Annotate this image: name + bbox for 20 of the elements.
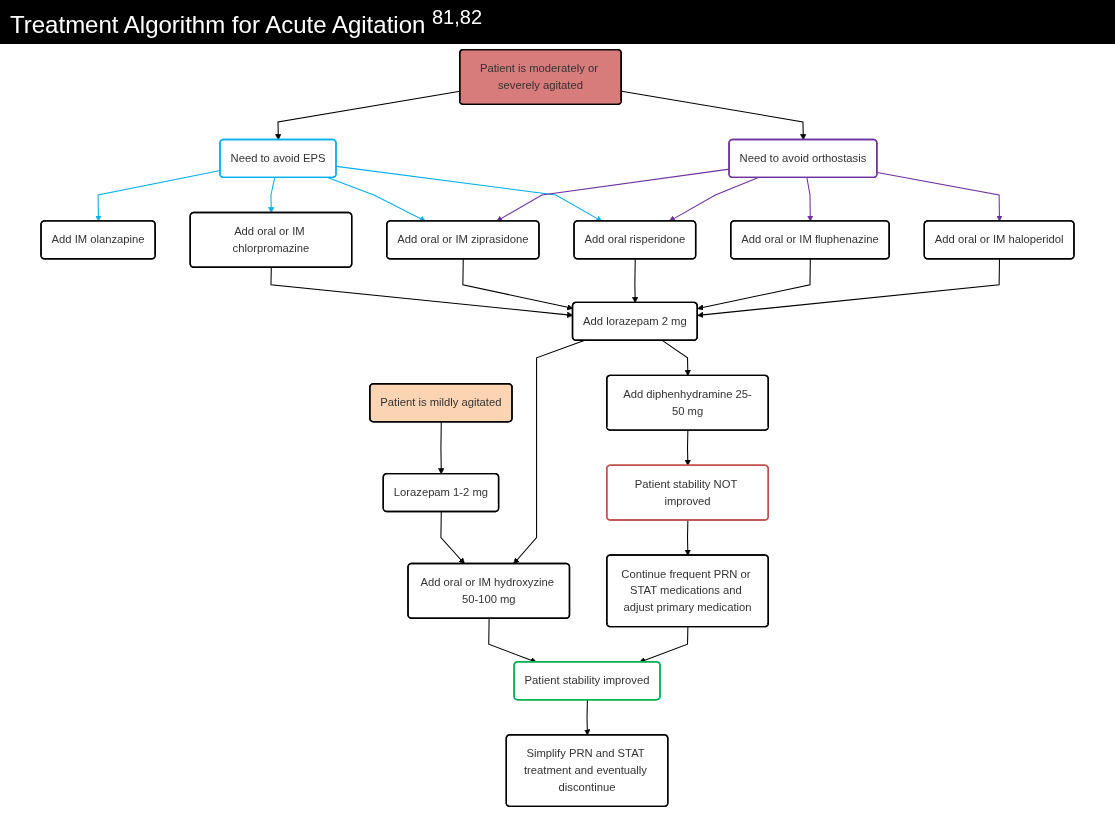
arrow bbox=[268, 177, 276, 214]
arrow bbox=[438, 421, 445, 475]
arrow bbox=[327, 177, 426, 222]
arrow bbox=[662, 340, 691, 376]
arrow bbox=[513, 340, 585, 565]
arrow bbox=[684, 519, 691, 556]
arrow bbox=[697, 258, 1000, 318]
title-bar: Treatment Algorithm for Acute Agitation $^{81,82}$ bbox=[0, 0, 1115, 44]
arrow bbox=[684, 429, 691, 466]
arrow bbox=[697, 258, 811, 311]
arrow bbox=[668, 177, 759, 222]
arrow bbox=[335, 165, 603, 222]
arrow bbox=[621, 90, 807, 141]
arrow bbox=[584, 699, 591, 736]
arrow bbox=[806, 177, 814, 222]
arrow bbox=[496, 168, 730, 222]
arrow bbox=[95, 170, 221, 222]
arrow bbox=[876, 172, 1003, 222]
arrow bbox=[440, 511, 465, 565]
arrow bbox=[632, 258, 639, 303]
